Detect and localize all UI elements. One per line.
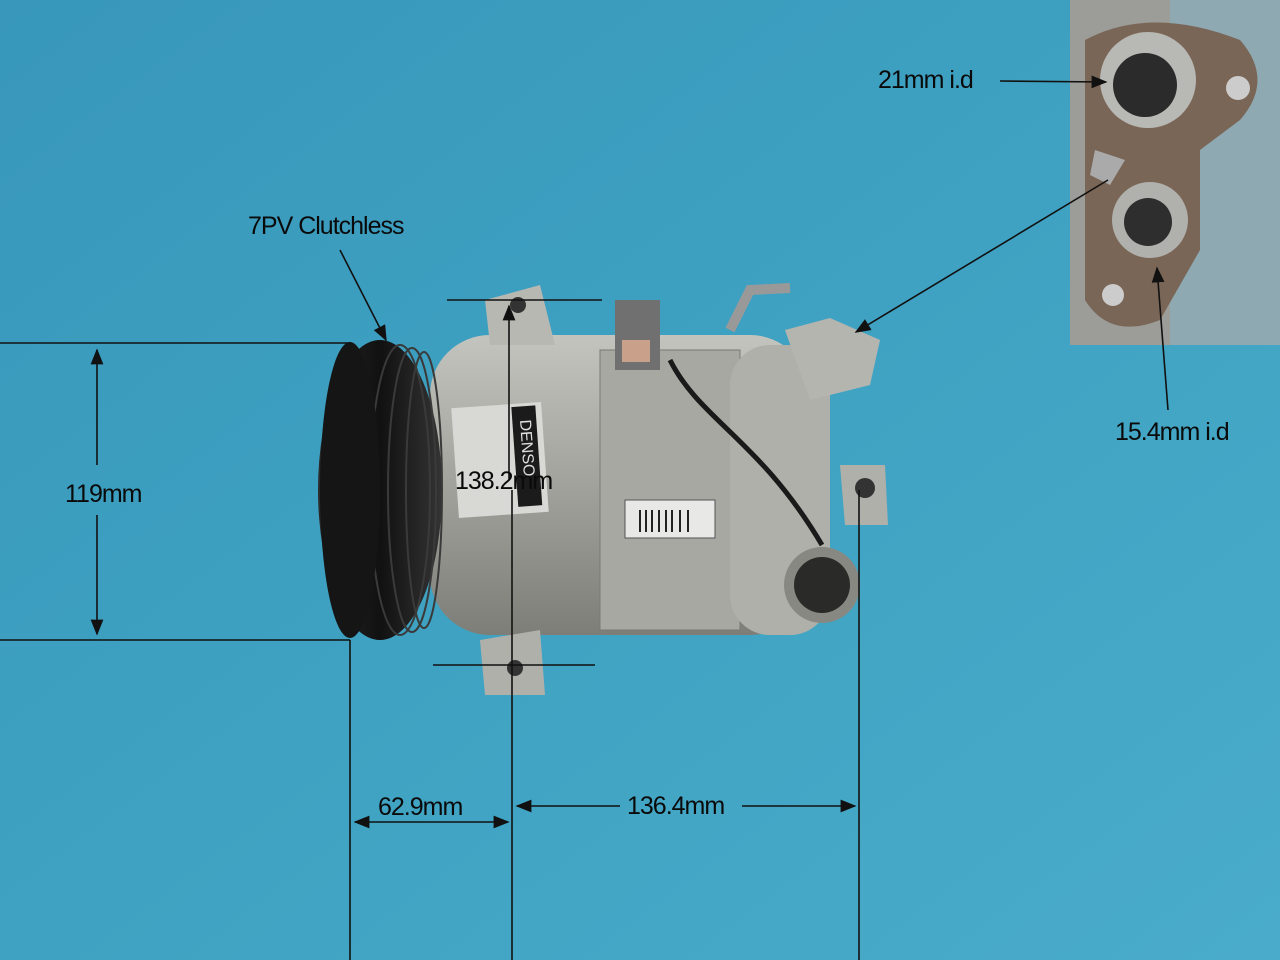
mount-to-rear-label: 136.4mm: [627, 792, 724, 820]
height-label: 119mm: [65, 480, 142, 508]
port-inset-image: [1070, 0, 1280, 345]
pulley-label: 7PV Clutchless: [248, 212, 404, 240]
dimension-lines: [0, 75, 1169, 960]
large-port-label: 21mm i.d: [878, 66, 973, 94]
pulley-to-mount-label: 62.9mm: [378, 793, 462, 821]
mount-spacing-label: 138.2mm: [455, 467, 552, 495]
brand-label: DENSO: [516, 419, 537, 477]
small-port-label: 15.4mm i.d: [1115, 418, 1229, 446]
